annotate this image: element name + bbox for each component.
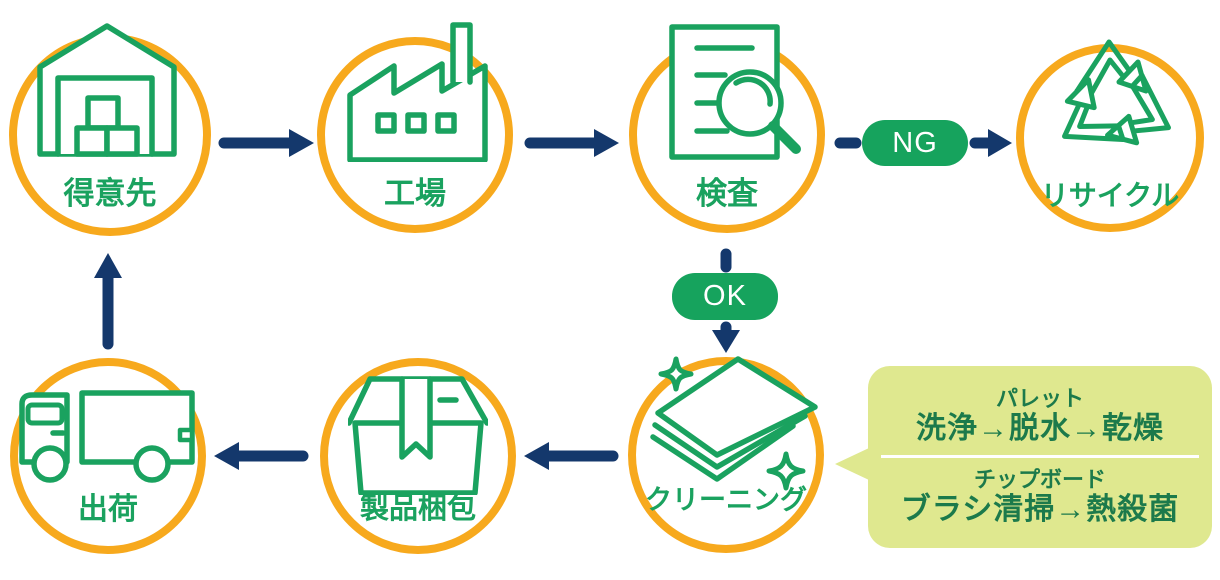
factory-icon (347, 22, 488, 162)
inspection-document-magnifier-icon (669, 24, 801, 160)
callout-chipboard-title: チップボード (973, 467, 1106, 492)
cleaning-process-callout: パレット 洗浄→脱水→乾燥 チップボード ブラシ清掃→熱殺菌 (835, 366, 1212, 548)
badge-ng: NG (862, 120, 968, 166)
node-label-recycle: リサイクル (1040, 180, 1180, 211)
arrow-shipping-to-customer (94, 253, 122, 350)
node-label-inspection: 検査 (696, 176, 758, 211)
node-label-packing: 製品梱包 (359, 493, 477, 525)
truck-icon (19, 390, 195, 483)
callout-pallet-title: パレット (995, 385, 1084, 411)
callout-pallet-process: 洗浄→脱水→乾燥 (916, 412, 1164, 445)
callout-chipboard-process: ブラシ清掃→熱殺菌 (900, 493, 1180, 527)
recycling-arrows-icon (1062, 39, 1171, 146)
flow-node-packing: 製品梱包 (320, 358, 516, 554)
sparkle-sheets-icon (650, 356, 818, 491)
arrow-cleaning-to-packing (524, 442, 619, 470)
warehouse-icon (37, 23, 177, 157)
node-label-shipping: 出荷 (78, 493, 138, 526)
flow-node-recycle: リサイクル (1016, 44, 1204, 232)
badge-ok: OK (672, 273, 778, 320)
node-label-customer: 得意先 (63, 176, 157, 211)
carton-box-icon (348, 376, 488, 495)
arrow-packing-to-shipping (214, 442, 309, 470)
arrow-customer-to-factory (218, 129, 314, 157)
node-label-factory: 工場 (384, 176, 446, 211)
node-label-cleaning: クリーニング (645, 485, 807, 515)
arrow-factory-to-inspection (524, 129, 619, 157)
flow-node-cleaning: クリーニング (628, 357, 824, 553)
arrow-ng-to-recycle (969, 129, 1012, 157)
callout-divider (881, 455, 1199, 458)
callout-tail (835, 448, 869, 480)
flow-node-factory: 工場 (317, 37, 513, 233)
flow-node-shipping: 出荷 (10, 358, 206, 554)
